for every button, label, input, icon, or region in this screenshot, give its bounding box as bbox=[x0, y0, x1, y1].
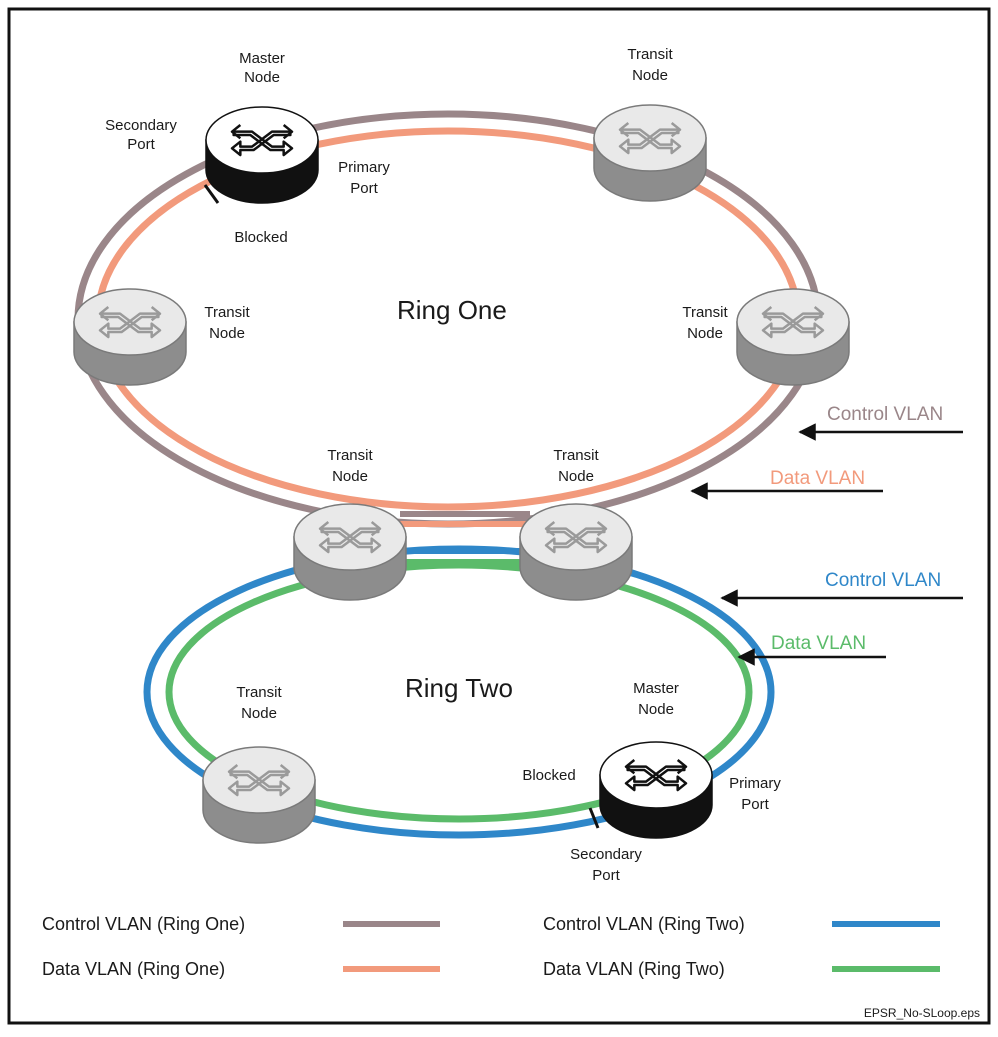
r2-data-callout-text: Data VLAN bbox=[771, 633, 866, 654]
shared-left-node bbox=[293, 503, 407, 601]
r2-master-label: Master Node bbox=[633, 680, 679, 718]
r1-secondary-port-label: Secondary Port bbox=[105, 117, 177, 153]
shared-right-line1: Transit bbox=[553, 447, 599, 464]
r2-secondary-port-label: Secondary Port bbox=[570, 846, 642, 884]
r2-control-callout: Control VLAN bbox=[720, 570, 963, 607]
nodes-layer bbox=[73, 104, 850, 844]
r1-blocked-label: Blocked bbox=[234, 229, 287, 246]
r1-primary-port-label: Primary Port bbox=[338, 159, 390, 197]
r1-transit-left-label: Transit Node bbox=[204, 304, 250, 342]
r1-secondary-line1: Secondary bbox=[105, 117, 177, 134]
r1-transit-right-label: Transit Node bbox=[682, 304, 728, 342]
r1-secondary-line2: Port bbox=[127, 136, 155, 153]
shared-left-label: Transit Node bbox=[327, 447, 373, 485]
legend-label-0: Control VLAN (Ring One) bbox=[42, 914, 245, 934]
r1-transit-top-right-label: Transit Node bbox=[627, 46, 673, 84]
r1-data-callout: Data VLAN bbox=[690, 468, 883, 500]
r2-master-line1: Master bbox=[633, 680, 679, 697]
r1-transit-top-right-line1: Transit bbox=[627, 46, 673, 63]
shared-segment bbox=[400, 511, 530, 565]
r2-transit-left-label: Transit Node bbox=[236, 684, 282, 722]
r2-control-callout-text: Control VLAN bbox=[825, 570, 941, 591]
r1-transit-left-line1: Transit bbox=[204, 304, 250, 321]
r2-blocked-marker bbox=[588, 807, 600, 829]
shared-left-line2: Node bbox=[332, 468, 368, 485]
r2-master-node bbox=[599, 741, 713, 839]
r1-master-label: Master Node bbox=[239, 50, 285, 86]
r1-primary-line1: Primary bbox=[338, 159, 390, 176]
r2-data-callout: Data VLAN bbox=[737, 633, 886, 666]
r2-transit-left-line1: Transit bbox=[236, 684, 282, 701]
r2-primary-line2: Port bbox=[741, 796, 769, 813]
r1-transit-right-line2: Node bbox=[687, 325, 723, 342]
r2-secondary-line2: Port bbox=[592, 867, 620, 884]
r2-transit-left-node bbox=[202, 746, 316, 844]
legend-label-2: Control VLAN (Ring Two) bbox=[543, 914, 745, 934]
r1-transit-top-right-node bbox=[593, 104, 707, 202]
r1-transit-right-line1: Transit bbox=[682, 304, 728, 321]
r1-blocked-marker bbox=[203, 184, 220, 204]
r2-transit-left-line2: Node bbox=[241, 705, 277, 722]
shared-right-node bbox=[519, 503, 633, 601]
r1-transit-left-node bbox=[73, 288, 187, 386]
r2-primary-port-label: Primary Port bbox=[729, 775, 781, 813]
r2-primary-line1: Primary bbox=[729, 775, 781, 792]
r1-control-callout-text: Control VLAN bbox=[827, 404, 943, 425]
r1-transit-left-line2: Node bbox=[209, 325, 245, 342]
r1-master-label-line1: Master bbox=[239, 50, 285, 67]
shared-right-line2: Node bbox=[558, 468, 594, 485]
r2-secondary-line1: Secondary bbox=[570, 846, 642, 863]
r1-data-callout-text: Data VLAN bbox=[770, 468, 865, 489]
shared-right-label: Transit Node bbox=[553, 447, 599, 485]
r1-master-label-line2: Node bbox=[244, 69, 280, 86]
legend-label-1: Data VLAN (Ring One) bbox=[42, 959, 225, 979]
r1-transit-top-right-line2: Node bbox=[632, 67, 668, 84]
r1-master-node bbox=[205, 106, 319, 204]
legend: Control VLAN (Ring One) Data VLAN (Ring … bbox=[42, 914, 940, 979]
r2-blocked-label: Blocked bbox=[522, 767, 575, 784]
r1-transit-right-node bbox=[736, 288, 850, 386]
r1-control-callout: Control VLAN bbox=[798, 404, 963, 441]
shared-left-line1: Transit bbox=[327, 447, 373, 464]
r2-master-line2: Node bbox=[638, 701, 674, 718]
ring-two-title: Ring Two bbox=[405, 673, 513, 703]
legend-label-3: Data VLAN (Ring Two) bbox=[543, 959, 725, 979]
ring-one-title: Ring One bbox=[397, 295, 507, 325]
filename-label: EPSR_No-SLoop.eps bbox=[864, 1006, 980, 1020]
r1-primary-line2: Port bbox=[350, 180, 378, 197]
